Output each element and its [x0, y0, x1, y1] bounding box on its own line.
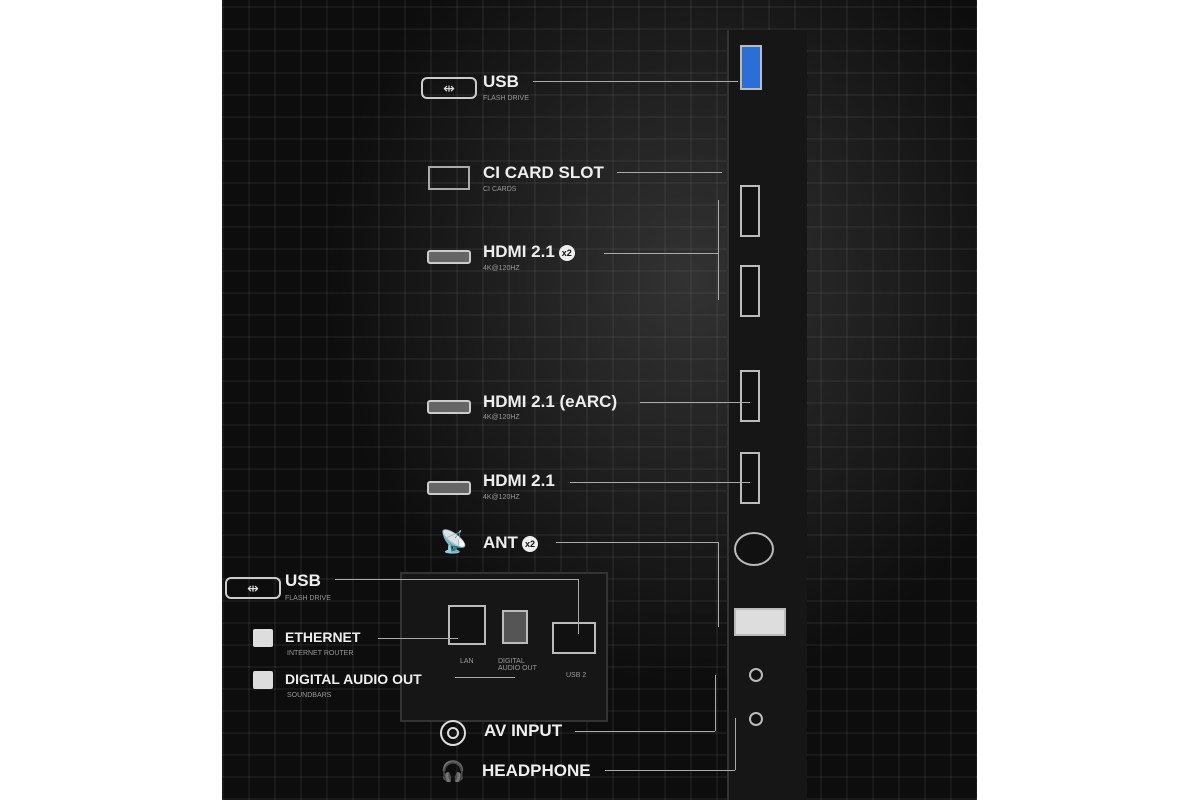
card-slot-icon	[428, 166, 470, 190]
av-icon	[440, 720, 466, 746]
panel-label-usb: USB 2	[566, 672, 587, 679]
leader-line	[575, 731, 715, 732]
hdmi-icon	[427, 481, 471, 495]
usb-port-bottom	[552, 622, 596, 654]
leader-line	[617, 172, 722, 173]
port-sublabel: SOUNDBARS	[287, 692, 332, 699]
port-label: USB	[285, 571, 321, 590]
port-sublabel: INTERNET ROUTER	[287, 650, 354, 657]
usb-icon: ⇹	[225, 577, 281, 599]
port-label: HDMI 2.1 (eARC)	[483, 392, 618, 411]
usb-icon: ⇹	[421, 77, 477, 99]
hdmi-port	[740, 452, 760, 504]
port-label: CI CARD SLOT	[483, 163, 604, 182]
port-label: AV INPUT	[484, 721, 563, 740]
leader-line	[378, 638, 458, 639]
leader-line	[640, 402, 750, 403]
hdmi-port	[740, 185, 760, 237]
bracket-line	[715, 675, 716, 731]
quantity-badge: x2	[558, 244, 575, 261]
bracket-line	[578, 579, 579, 634]
leader-line	[604, 253, 718, 254]
port-sublabel: 4K@120Hz	[483, 414, 520, 421]
satellite-port	[734, 608, 786, 636]
hdmi-icon	[427, 250, 471, 264]
optical-port	[502, 610, 528, 644]
panel-label-optical: DIGITAL AUDIO OUT	[498, 658, 537, 672]
headphone-icon: 🎧	[440, 760, 466, 783]
leader-line	[556, 542, 718, 543]
port-label: USB	[483, 72, 519, 91]
bracket-line	[735, 718, 736, 770]
port-sublabel: CI CARDS	[483, 186, 517, 193]
av-jack	[749, 668, 763, 682]
usb-port	[740, 45, 762, 90]
leader-line	[533, 81, 738, 82]
port-label: HEADPHONE	[482, 761, 591, 780]
tv-rear-photo: LAN DIGITAL AUDIO OUT USB 2	[222, 0, 977, 800]
leader-line	[455, 677, 515, 678]
port-label: HDMI 2.1	[483, 471, 555, 490]
port-sublabel: 4K@120Hz	[483, 265, 520, 272]
panel-label-lan: LAN	[460, 658, 474, 665]
side-port-panel	[727, 30, 807, 800]
leader-line	[605, 770, 735, 771]
lan-port	[448, 605, 486, 645]
leader-line	[570, 482, 750, 483]
ethernet-icon	[253, 629, 273, 647]
port-sublabel: FLASH DRIVE	[285, 595, 331, 602]
headphone-jack	[749, 712, 763, 726]
optical-icon	[253, 671, 273, 689]
hdmi-icon	[427, 400, 471, 414]
antenna-icon: 📡	[440, 529, 468, 554]
port-label: ETHERNET	[285, 629, 361, 645]
antenna-port	[734, 532, 774, 566]
hdmi-port	[740, 370, 760, 422]
hdmi-port	[740, 265, 760, 317]
port-label: DIGITAL AUDIO OUT	[285, 671, 422, 687]
port-sublabel: 4K@120Hz	[483, 494, 520, 501]
bracket-line	[718, 200, 719, 300]
port-sublabel: FLASH DRIVE	[483, 95, 529, 102]
quantity-badge: x2	[521, 535, 538, 552]
leader-line	[335, 579, 578, 580]
bracket-line	[718, 542, 719, 627]
